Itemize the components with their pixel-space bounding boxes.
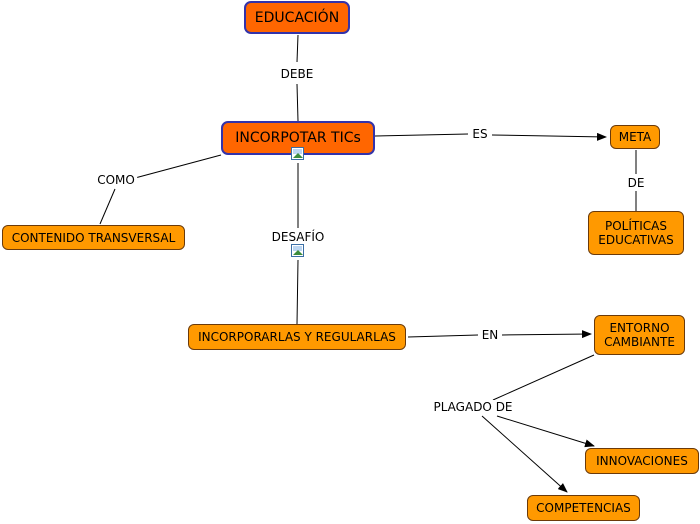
node-politicas-label: POLÍTICAS EDUCATIVAS <box>598 219 674 247</box>
link-entorno-plagado <box>492 354 595 401</box>
node-competencias[interactable]: COMPETENCIAS <box>527 495 640 521</box>
link-tics-es <box>374 133 469 137</box>
node-incorporar-tics-label: INCORPOTAR TICs <box>235 130 361 146</box>
image-icon[interactable] <box>291 147 304 160</box>
node-incorporar-tics[interactable]: INCORPOTAR TICs <box>221 121 375 155</box>
link-label-debe[interactable]: DEBE <box>278 67 316 81</box>
node-incorporarlas-label: INCORPORARLAS Y REGULARLAS <box>198 330 396 344</box>
node-competencias-label: COMPETENCIAS <box>536 501 631 515</box>
link-label-es[interactable]: ES <box>470 127 490 141</box>
node-entorno-cambiante[interactable]: ENTORNO CAMBIANTE <box>594 315 685 355</box>
node-contenido-transversal[interactable]: CONTENIDO TRANSVERSAL <box>2 225 185 250</box>
link-label-desafio[interactable]: DESAFÍO <box>269 230 327 244</box>
node-entorno-label: ENTORNO CAMBIANTE <box>604 321 675 349</box>
link-debe-tics <box>296 83 299 122</box>
link-label-de[interactable]: DE <box>625 176 647 190</box>
link-plagado-competencias <box>481 415 568 493</box>
link-desafio-incorporarlas <box>296 259 299 325</box>
node-educacion-label: EDUCACIÓN <box>254 9 340 26</box>
node-innovaciones[interactable]: INNOVACIONES <box>585 448 699 474</box>
link-incorporarlas-en <box>407 334 479 338</box>
link-label-plagado-de[interactable]: PLAGADO DE <box>431 400 515 414</box>
node-innovaciones-label: INNOVACIONES <box>596 454 688 468</box>
link-en-entorno <box>501 330 592 339</box>
link-label-como[interactable]: COMO <box>95 173 137 187</box>
link-educacion-debe <box>296 34 299 63</box>
link-label-en[interactable]: EN <box>479 328 501 342</box>
link-plagado-innovaciones <box>496 415 595 448</box>
link-como-contenido <box>99 188 116 225</box>
node-meta-label: META <box>618 130 652 144</box>
node-educacion[interactable]: EDUCACIÓN <box>244 1 350 34</box>
link-es-meta <box>491 132 607 141</box>
node-meta[interactable]: META <box>610 125 660 149</box>
image-icon[interactable] <box>291 244 304 257</box>
node-politicas-educativas[interactable]: POLÍTICAS EDUCATIVAS <box>588 211 684 255</box>
node-contenido-label: CONTENIDO TRANSVERSAL <box>11 230 176 245</box>
link-tics-como <box>134 154 222 179</box>
node-incorporarlas-regularlas[interactable]: INCORPORARLAS Y REGULARLAS <box>188 324 406 350</box>
